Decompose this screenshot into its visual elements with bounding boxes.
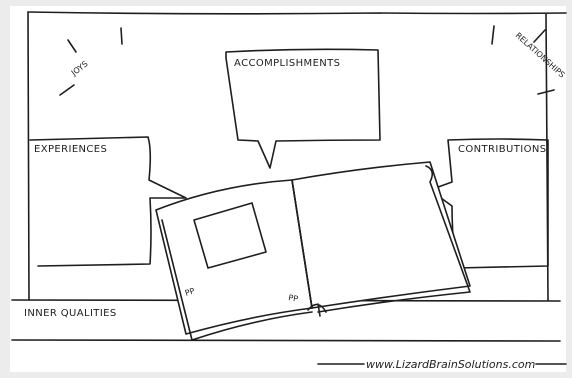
left-border-line (28, 12, 29, 300)
website-label: www.LizardBrainSolutions.com (366, 358, 535, 371)
book-right-page-mark: PP (288, 293, 299, 304)
experiences-label: EXPERIENCES (34, 144, 107, 155)
contributions-label: CONTRIBUTIONS (458, 144, 546, 155)
inner-qualities-bottom-line (12, 340, 560, 341)
inner-qualities-label: INNER QUALITIES (24, 308, 117, 319)
accomplishments-label: ACCOMPLISHMENTS (234, 58, 340, 69)
